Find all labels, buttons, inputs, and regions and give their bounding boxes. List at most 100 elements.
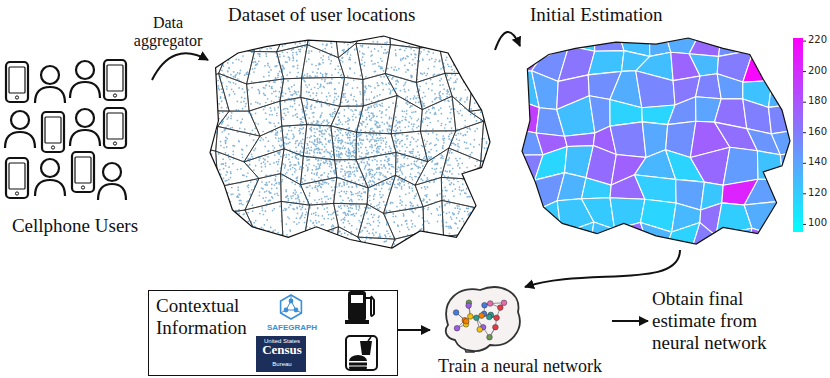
tract: [717, 74, 743, 99]
colorbar-tick: 160: [808, 126, 827, 137]
tract: [636, 71, 675, 108]
net-unit: [487, 301, 493, 307]
logo-text: Census: [257, 343, 307, 358]
net-unit: [498, 305, 504, 311]
tract: [196, 211, 219, 240]
food-icon: [346, 336, 377, 370]
tick-mark: [803, 163, 806, 164]
tract: [745, 28, 783, 55]
tract: [531, 201, 561, 234]
net-unit: [479, 313, 485, 319]
tract: [277, 239, 304, 258]
tick-mark: [803, 71, 806, 72]
net-unit: [453, 310, 459, 316]
tract: [439, 45, 473, 73]
person-icon: [5, 111, 35, 148]
phone-icon: [104, 108, 126, 148]
logo-text: SAFEGRAPH: [257, 323, 327, 332]
context-box: Contextual InformationSAFEGRAPHUnited St…: [148, 290, 398, 376]
colorbar-tick: 100: [808, 217, 827, 228]
dot-map: [196, 25, 504, 258]
tract: [358, 204, 395, 239]
tick-mark: [803, 102, 806, 103]
tract: [249, 25, 289, 51]
choropleth-map: [509, 28, 804, 255]
tick-mark: [803, 193, 806, 194]
tract: [196, 147, 218, 187]
node-text: Train a neural network: [430, 357, 610, 376]
tract: [689, 28, 722, 57]
tract: [509, 210, 537, 236]
tract: [218, 111, 260, 136]
net-unit: [474, 315, 480, 321]
tract: [582, 178, 612, 199]
tract: [219, 210, 254, 240]
neural-network: Train a neural network: [430, 285, 612, 377]
node-text: Dataset of user locations: [228, 4, 415, 26]
tract: [509, 231, 533, 254]
node-text: Contextual Information: [156, 295, 260, 339]
tract: [356, 152, 396, 188]
tract: [635, 175, 677, 203]
person-icon: [70, 109, 100, 146]
node-text: Cellphone Users: [0, 215, 150, 237]
net-unit: [466, 303, 472, 309]
location-dots: [211, 37, 489, 244]
tract: [281, 174, 310, 206]
tract: [481, 121, 504, 161]
flow-arrow: [398, 329, 430, 331]
tract: [384, 207, 424, 239]
node-text: Initial Estimation: [530, 4, 662, 26]
tract: [441, 148, 481, 180]
net-unit: [477, 327, 483, 333]
tract: [473, 56, 504, 74]
tract: [595, 28, 624, 52]
tract: [420, 25, 455, 48]
map-ground: [210, 36, 490, 248]
tract: [196, 234, 232, 259]
tract: [445, 73, 473, 111]
net-unit: [486, 314, 492, 320]
tract: [415, 177, 442, 206]
tick-mark: [803, 224, 806, 225]
users-icons: [5, 60, 126, 200]
phone-icon: [72, 152, 94, 192]
net-unit: [487, 334, 493, 340]
tract: [561, 222, 594, 254]
census-logo: [256, 336, 306, 372]
location-map: Dataset of user locations: [205, 2, 495, 252]
gas-pump-icon: [345, 291, 374, 324]
map-outline: [210, 36, 490, 248]
net-unit: [493, 324, 499, 330]
flow-arrow: [525, 250, 680, 287]
tracts: [196, 25, 504, 258]
tract: [469, 74, 504, 112]
tract: [444, 234, 479, 259]
edge-label: Data aggregator: [126, 14, 210, 50]
colorbar-tick: 220: [808, 34, 827, 45]
users-group: Cellphone Users: [0, 55, 152, 240]
phone-icon: [42, 112, 64, 152]
flow-arrow: [612, 320, 648, 322]
colorbar-tick: 120: [808, 187, 827, 198]
logo-text: Bureau: [257, 361, 307, 368]
tract: [689, 54, 718, 76]
net-unit: [494, 315, 500, 321]
colorbar-ticks: [803, 41, 806, 224]
person-icon: [98, 163, 126, 200]
flow-arrow: [495, 32, 520, 50]
tract: [476, 180, 504, 214]
phone-icon: [6, 62, 28, 102]
tract: [565, 133, 595, 147]
tick-mark: [803, 41, 806, 42]
flow-arrow: [152, 53, 208, 80]
tract: [452, 96, 484, 131]
tract: [509, 97, 540, 133]
tract: [531, 231, 568, 254]
safegraph-logo: [281, 295, 302, 319]
tract: [668, 97, 696, 125]
tract: [532, 71, 559, 110]
brain-icon: [446, 287, 520, 352]
colorbar: [793, 38, 803, 232]
